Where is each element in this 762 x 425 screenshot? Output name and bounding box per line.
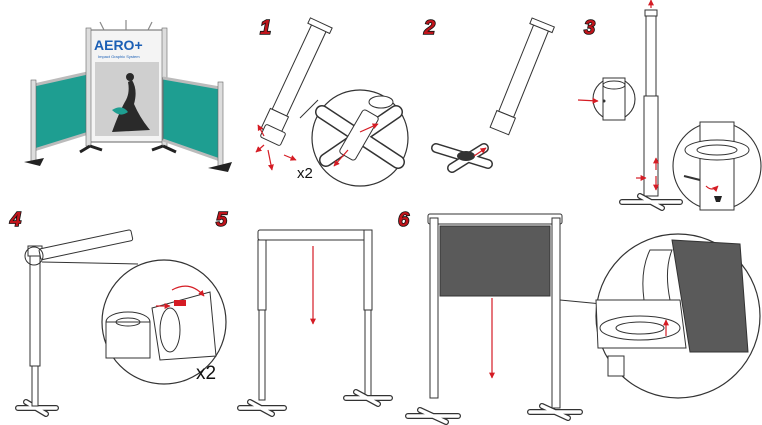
step-1-detail-zoom (299, 89, 409, 187)
step-2-pole (489, 17, 556, 136)
step-6-graphic-panel (439, 225, 551, 297)
step-4-top-bar (38, 229, 134, 261)
step-4-multiplier: x2 (196, 363, 216, 384)
step-1-arrow-down-left (255, 144, 265, 153)
step-1-arrow-down (267, 149, 274, 171)
center-banner: AERO+ Impact Graphic System (79, 20, 177, 154)
step-5-number: 5 (216, 209, 228, 231)
step-6-number: 6 (398, 209, 410, 231)
step-4: 4 x2 (8, 208, 227, 417)
step-3-detail-left (577, 77, 636, 121)
step-5: 5 (215, 208, 393, 417)
step-2-cross-base (431, 143, 493, 173)
step-1-multiplier: x2 (297, 165, 313, 182)
step-3-pole (619, 0, 683, 211)
step-6-detail-zoom (559, 233, 761, 399)
step-4-callout-ring (24, 246, 44, 266)
step-3-detail-right (672, 121, 762, 211)
step-4-pole (15, 245, 59, 417)
step-2: 2 (422, 16, 556, 173)
step-1-number: 1 (260, 17, 271, 39)
step-3: 3 (577, 0, 762, 211)
step-2-number: 2 (423, 17, 435, 39)
step-4-number: 4 (9, 209, 21, 231)
step-3-number: 3 (584, 17, 595, 39)
step-6: 6 (397, 208, 761, 425)
step-4-detail-zoom (101, 259, 227, 385)
step-1-arrow-right (283, 154, 297, 161)
step-1-arrow-up (257, 124, 265, 137)
step-1: 1 x2 (255, 16, 409, 187)
step-6-frame (405, 213, 583, 425)
step-2-arrow (473, 147, 487, 157)
right-side-panel (162, 76, 232, 172)
step-5-frame (237, 229, 393, 417)
banner-tagline: Impact Graphic System (98, 54, 140, 59)
banner-brand: AERO+ (94, 37, 143, 53)
overview-display: AERO+ Impact Graphic System (24, 20, 232, 172)
